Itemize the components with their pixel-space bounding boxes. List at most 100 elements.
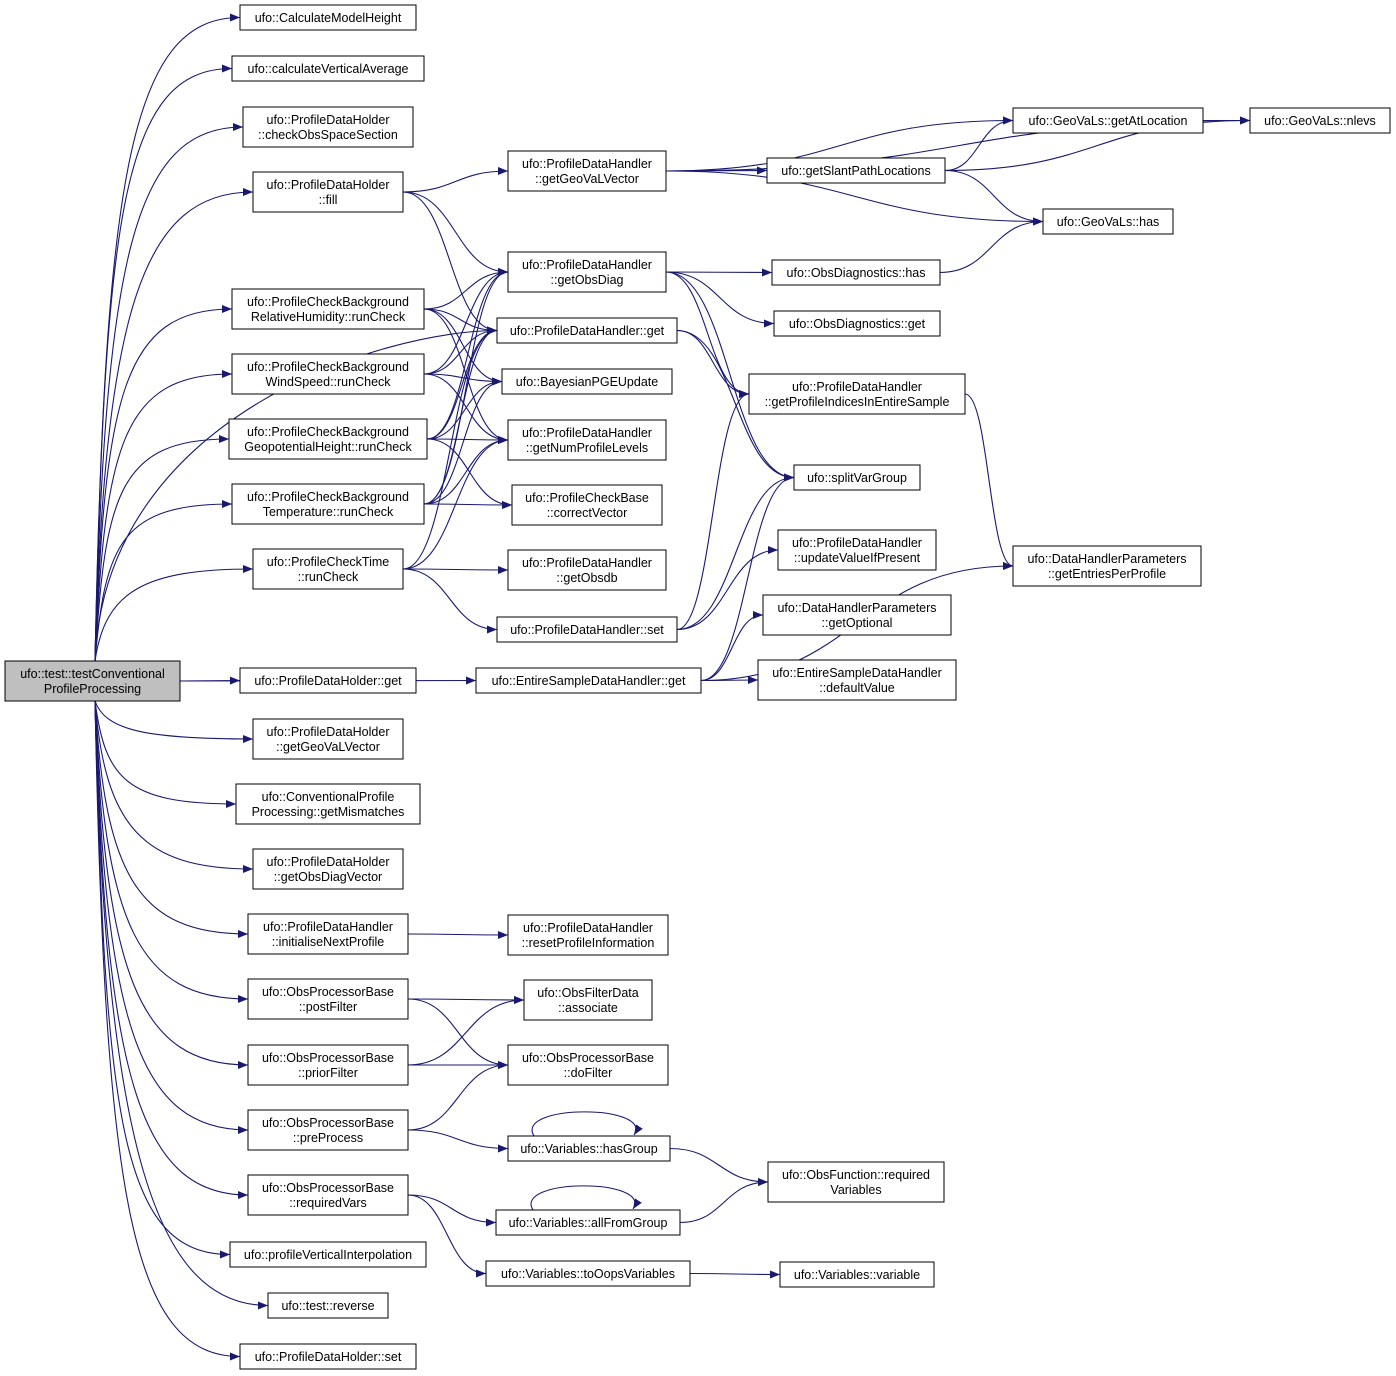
- node-pdhGet[interactable]: ufo::ProfileDataHandler::get: [496, 317, 678, 344]
- edge-path: [94, 435, 230, 662]
- edge-root-to-pctRun: [94, 565, 254, 662]
- node-profVertInterp[interactable]: ufo::profileVerticalInterpolation: [229, 1241, 427, 1268]
- node-pcbT[interactable]: ufo::ProfileCheckBackgroundTemperature::…: [231, 483, 425, 525]
- node-label: ufo::ProfileDataHandler: [523, 921, 653, 935]
- node-getSlant[interactable]: ufo::getSlantPathLocations: [766, 157, 946, 184]
- edge-pctRun-to-pdhObsdb: [402, 565, 509, 574]
- node-odHas[interactable]: ufo::ObsDiagnostics::has: [771, 259, 941, 286]
- node-odGet[interactable]: ufo::ObsDiagnostics::get: [773, 310, 941, 337]
- edge-pdhFill-to-pdhGetObsDiag: [402, 191, 509, 276]
- node-box: [748, 373, 966, 415]
- node-pdhObsdb[interactable]: ufo::ProfileDataHandler::getObsdb: [507, 549, 667, 591]
- node-opbPrior[interactable]: ufo::ObsProcessorBase::priorFilter: [247, 1044, 409, 1086]
- node-dhpGetOpt[interactable]: ufo::DataHandlerParameters::getOptional: [762, 594, 952, 636]
- node-box: [267, 1292, 389, 1319]
- node-pdholdGet[interactable]: ufo::ProfileDataHolder::get: [239, 667, 417, 694]
- edge-path: [402, 191, 498, 335]
- node-box: [252, 718, 404, 760]
- node-pdhFill[interactable]: ufo::ProfileDataHolder::fill: [252, 171, 404, 213]
- edge-pctRun-to-pdhNumLev: [402, 436, 509, 570]
- edge-pcbGH-to-pdhGetObsDiag: [426, 268, 509, 440]
- edge-path: [423, 436, 509, 505]
- node-root[interactable]: ufo::test::testConventionalProfileProces…: [4, 660, 181, 702]
- node-pcbCorrect[interactable]: ufo::ProfileCheckBase::correctVector: [511, 484, 663, 526]
- edge-path: [94, 700, 254, 743]
- node-varsHasGroup[interactable]: ufo::Variables::hasGroup: [507, 1135, 671, 1162]
- node-esdhDefault[interactable]: ufo::EntireSampleDataHandler::defaultVal…: [757, 659, 957, 701]
- node-pdholdGeoVal[interactable]: ufo::ProfileDataHolder::getGeoVaLVector: [252, 718, 404, 760]
- node-label: ufo::ProfileDataHandler: [522, 426, 652, 440]
- node-box: [485, 1260, 691, 1287]
- node-pdhProfIdx[interactable]: ufo::ProfileDataHandler::getProfileIndic…: [748, 373, 966, 415]
- node-checkObsSpace[interactable]: ufo::ProfileDataHolder::checkObsSpaceSec…: [242, 106, 414, 148]
- node-gvNlevs[interactable]: ufo::GeoVaLs::nlevs: [1249, 107, 1391, 134]
- node-resetProfInfo[interactable]: ufo::ProfileDataHandler::resetProfileInf…: [507, 914, 669, 956]
- edge-root-to-pdhGet: [94, 326, 498, 662]
- edge-path: [94, 565, 254, 662]
- node-bayes[interactable]: ufo::BayesianPGEUpdate: [501, 368, 673, 395]
- edge-root-to-cppMismatch: [94, 700, 237, 808]
- node-calcVertAvg[interactable]: ufo::calculateVerticalAverage: [231, 55, 425, 82]
- node-label: ufo::ProfileDataHandler: [792, 380, 922, 394]
- node-pdhSet[interactable]: ufo::ProfileDataHandler::set: [496, 616, 678, 643]
- edge-opbReq-to-varsAllFromGroup: [407, 1194, 497, 1227]
- edge-path: [94, 123, 244, 662]
- edge-pdhSet-to-pdhUpdate: [676, 546, 779, 631]
- node-splitVar[interactable]: ufo::splitVarGroup: [793, 464, 921, 491]
- node-pdholdSet[interactable]: ufo::ProfileDataHolder::set: [239, 1343, 417, 1370]
- node-pdhGetGeoVal[interactable]: ufo::ProfileDataHandler::getGeoVaLVector: [507, 150, 667, 192]
- node-label: ::postFilter: [299, 1000, 357, 1014]
- node-pdhNumLev[interactable]: ufo::ProfileDataHandler::getNumProfileLe…: [507, 419, 667, 461]
- edge-path: [426, 268, 509, 440]
- edge-path: [423, 268, 509, 505]
- node-label: ufo::CalculateModelHeight: [255, 11, 402, 25]
- node-label: ufo::EntireSampleDataHandler::get: [492, 674, 686, 688]
- node-label: ufo::test::testConventional: [20, 667, 165, 681]
- edge-path: [94, 370, 233, 662]
- node-pcbGH[interactable]: ufo::ProfileCheckBackgroundGeopotentialH…: [228, 418, 428, 460]
- node-label: ::correctVector: [547, 506, 628, 520]
- node-varsToOops[interactable]: ufo::Variables::toOopsVariables: [485, 1260, 691, 1287]
- node-varsVariable[interactable]: ufo::Variables::variable: [779, 1261, 935, 1288]
- node-opbDoFilter[interactable]: ufo::ObsProcessorBase::doFilter: [507, 1044, 669, 1086]
- node-pdhInitNext[interactable]: ufo::ProfileDataHandler::initialiseNextP…: [247, 913, 409, 955]
- node-box: [242, 106, 414, 148]
- node-pctRun[interactable]: ufo::ProfileCheckTime::runCheck: [252, 548, 404, 590]
- node-pdhUpdate[interactable]: ufo::ProfileDataHandler::updateValueIfPr…: [777, 529, 937, 571]
- node-label: ::fill: [319, 193, 338, 207]
- node-opbPre[interactable]: ufo::ObsProcessorBase::preProcess: [247, 1109, 409, 1151]
- node-label: ufo::ProfileDataHandler: [792, 536, 922, 550]
- node-gvGetAtLoc[interactable]: ufo::GeoVaLs::getAtLocation: [1012, 107, 1204, 134]
- edge-path: [665, 271, 795, 482]
- edge-varsAllFromGroup-to-ofReqVars: [679, 1178, 769, 1224]
- node-box: [496, 616, 678, 643]
- edge-path: [944, 116, 1014, 172]
- node-testReverse[interactable]: ufo::test::reverse: [267, 1292, 389, 1319]
- edge-path: [94, 700, 249, 1199]
- node-pcbWS[interactable]: ufo::ProfileCheckBackgroundWindSpeed::ru…: [231, 353, 425, 395]
- node-opbReq[interactable]: ufo::ObsProcessorBase::requiredVars: [247, 1174, 409, 1216]
- node-dhpEntries[interactable]: ufo::DataHandlerParameters::getEntriesPe…: [1012, 545, 1202, 587]
- node-label: ::getObsdb: [556, 571, 617, 585]
- node-box: [228, 418, 428, 460]
- node-pcbRH[interactable]: ufo::ProfileCheckBackgroundRelativeHumid…: [231, 288, 425, 330]
- node-gvHas[interactable]: ufo::GeoVaLs::has: [1042, 208, 1174, 235]
- node-label: ufo::BayesianPGEUpdate: [516, 375, 658, 389]
- node-pdholdObsDiag[interactable]: ufo::ProfileDataHolder::getObsDiagVector: [252, 848, 404, 890]
- edge-root-to-pcbWS: [94, 370, 233, 662]
- node-calcModelHeight[interactable]: ufo::CalculateModelHeight: [239, 4, 417, 31]
- node-label: ufo::ProfileCheckBackground: [247, 295, 409, 309]
- node-esdhGet[interactable]: ufo::EntireSampleDataHandler::get: [475, 667, 702, 694]
- node-box: [1042, 208, 1174, 235]
- edge-path: [423, 377, 503, 505]
- node-label: ::getNumProfileLevels: [526, 441, 648, 455]
- node-pdhGetObsDiag[interactable]: ufo::ProfileDataHandler::getObsDiag: [507, 251, 667, 293]
- node-opbPost[interactable]: ufo::ObsProcessorBase::postFilter: [247, 978, 409, 1020]
- node-label: ProfileProcessing: [44, 682, 141, 696]
- node-ofdAssociate[interactable]: ufo::ObsFilterData::associate: [523, 979, 653, 1021]
- node-box: [235, 783, 421, 825]
- edge-pdhGetGeoVal-to-gvGetAtLoc: [665, 116, 1014, 172]
- node-cppMismatch[interactable]: ufo::ConventionalProfileProcessing::getM…: [235, 783, 421, 825]
- node-varsAllFromGroup[interactable]: ufo::Variables::allFromGroup: [495, 1209, 681, 1236]
